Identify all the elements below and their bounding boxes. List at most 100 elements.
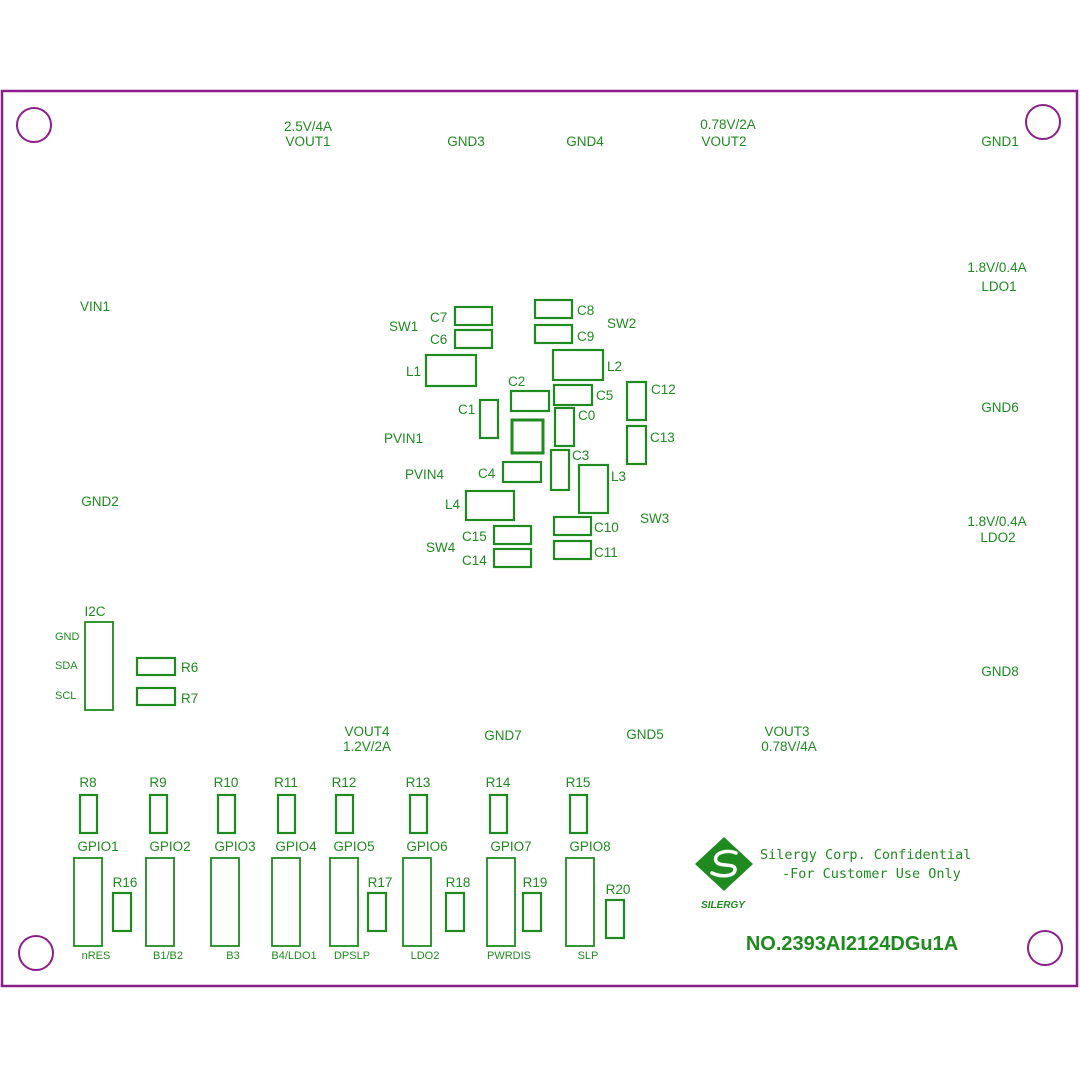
ldo2-spec: 1.8V/0.4A [967,514,1026,529]
gnd1-label: GND1 [981,134,1019,149]
r7-footprint [135,686,177,707]
c7-footprint [453,305,494,327]
board-outline [0,89,1079,988]
pvin4-label: PVIN4 [405,467,445,482]
gpio-header-footprint-4 [271,857,301,947]
resistor-label-r20: R20 [606,882,631,897]
vout4-label: VOUT4 [344,724,390,739]
i2c-connector: I2C GND SDA SCL R6 R7 [55,604,198,711]
c13-footprint [625,424,648,466]
gpio-header-footprint-3 [210,857,240,947]
gpio-function-label-8: SLP [578,950,599,962]
r7-label: R7 [181,691,198,706]
l3-footprint [577,463,610,515]
resistor-label-r16: R16 [113,875,138,890]
c11-label: C11 [594,545,618,560]
c0-footprint [553,406,576,448]
sw2-label: SW2 [607,316,636,331]
resistor-label-r10: R10 [214,775,239,790]
resistor-footprint-r18 [444,891,466,933]
resistor-footprint-r19 [521,891,543,933]
c3-label: C3 [572,448,589,463]
resistor-footprint-r12 [334,793,355,835]
mounting-hole-top-left [16,107,52,143]
mounting-hole-bottom-right [1027,930,1063,966]
c2-label: C2 [508,374,525,389]
resistor-footprint-r14 [488,793,509,835]
c14-label: C14 [462,553,487,568]
gnd2-label: GND2 [81,494,119,509]
c15-footprint [492,524,533,546]
r6-footprint [135,656,177,677]
gpio-header-label-8: GPIO8 [569,839,610,854]
resistor-label-r19: R19 [523,875,548,890]
c4-label: C4 [478,466,496,481]
l2-label: L2 [607,359,622,374]
gpio-header-label-3: GPIO3 [214,839,255,854]
gpio-header-footprint-1 [73,857,103,947]
resistor-footprint-r13 [408,793,429,835]
resistor-label-r13: R13 [406,775,431,790]
gpio-header-footprint-7 [486,857,516,947]
l4-footprint [464,489,516,522]
ldo1-spec: 1.8V/0.4A [967,260,1026,275]
c5-label: C5 [596,388,613,403]
c5-footprint [552,383,594,407]
c7-label: C7 [430,310,447,325]
i2c-pin-gnd: GND [55,631,80,643]
resistor-footprint-r15 [568,793,589,835]
gpio-header-label-5: GPIO5 [333,839,374,854]
vout3-spec: 0.78V/4A [761,739,817,754]
c3-footprint [549,448,571,492]
ldo1-label: LDO1 [981,279,1016,294]
c9-label: C9 [577,329,594,344]
l1-footprint [424,353,478,388]
gnd6-label: GND6 [981,400,1019,415]
gnd4-label: GND4 [566,134,604,149]
confidential-line2: -For Customer Use Only [782,866,961,882]
c2-footprint [509,389,551,413]
silergy-brand-text: SILERGY [701,900,746,911]
i2c-title: I2C [84,604,105,619]
c12-label: C12 [651,382,676,397]
resistor-footprint-r9 [148,793,169,835]
silergy-logo: SILERGY Silergy Corp. Confidential -For … [695,837,971,911]
gpio-header-label-1: GPIO1 [77,839,118,854]
gpio-function-label-2: B1/B2 [153,950,183,962]
resistor-label-r12: R12 [332,775,357,790]
i2c-pin-scl: SCL [55,690,76,702]
mounting-hole-bottom-left [18,935,54,971]
gpio-function-label-7: PWRDIS [487,950,531,962]
c13-label: C13 [650,430,675,445]
vout3-label: VOUT3 [764,724,809,739]
vin1-label: VIN1 [80,299,110,314]
gpio-function-label-3: B3 [226,950,239,962]
silergy-logo-s-mark [710,849,738,878]
vout2-label: VOUT2 [701,134,746,149]
c14-footprint [492,547,533,569]
l2-footprint [551,348,605,382]
c15-label: C15 [462,529,487,544]
gpio-header-footprint-2 [145,857,175,947]
resistor-label-r15: R15 [566,775,591,790]
gnd7-label: GND7 [484,728,522,743]
i2c-header-footprint [84,621,114,711]
c6-footprint [453,328,494,350]
gpio-function-label-5: DPSLP [334,950,370,962]
sw3-label: SW3 [640,511,669,526]
resistor-footprint-r11 [276,793,297,835]
resistor-label-r14: R14 [486,775,511,790]
gpio-header-label-7: GPIO7 [490,839,531,854]
resistor-footprint-r20 [604,898,626,940]
power-section: C7 C6 SW1 C8 C9 SW2 L1 L2 C2 C5 C1 C0 C1… [384,298,676,569]
main-ic-footprint [510,418,545,455]
resistor-footprint-r10 [216,793,237,835]
r6-label: R6 [181,660,198,675]
gpio-header-label-2: GPIO2 [149,839,190,854]
sw4-label: SW4 [426,540,456,555]
l4-label: L4 [445,497,461,512]
gpio-header-footprint-8 [565,857,595,947]
sw1-label: SW1 [389,319,418,334]
i2c-pin-sda: SDA [55,660,78,672]
